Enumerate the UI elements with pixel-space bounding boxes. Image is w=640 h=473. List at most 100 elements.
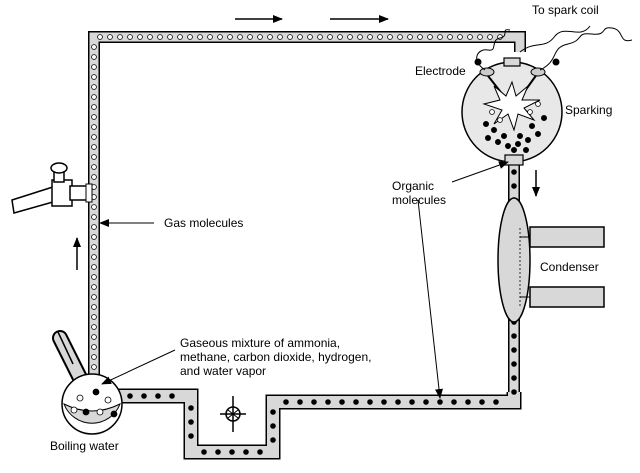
organic-molecule	[215, 449, 221, 455]
condenser-jacket-icon	[497, 197, 605, 323]
boiling-water-label: Boiling water	[50, 439, 119, 453]
mixture-label-line1: Gaseous mixture of ammonia,	[180, 336, 340, 350]
gas-molecule	[489, 109, 495, 115]
organic-molecule	[493, 399, 499, 405]
gas-molecule	[397, 34, 403, 40]
gas-molecule	[91, 304, 97, 310]
organic-label-line2: molecules	[392, 193, 446, 207]
organic-molecule	[523, 146, 530, 153]
gas-molecule	[187, 34, 193, 40]
organic-molecule	[270, 437, 276, 443]
diagram-labels: To spark coil Electrode Sparking Organic…	[50, 3, 612, 453]
flask-bubble	[96, 408, 104, 416]
gas-molecule	[477, 34, 483, 40]
gas-molecule	[407, 34, 413, 40]
flask-bubble	[82, 408, 90, 416]
organic-molecule	[490, 127, 497, 134]
organic-molecule	[409, 399, 415, 405]
gas-molecule	[97, 34, 103, 40]
organic-molecule	[484, 134, 491, 141]
gas-molecule	[317, 34, 323, 40]
gas-molecule	[257, 34, 263, 40]
organic-molecule	[127, 393, 133, 399]
gas-molecule	[91, 104, 97, 110]
gas-molecule	[467, 34, 473, 40]
flask-bubble	[110, 410, 118, 418]
organic-molecule	[494, 138, 501, 145]
gas-molecule	[535, 101, 541, 107]
spark-burst-icon	[482, 80, 541, 132]
organic-molecule	[511, 375, 517, 381]
organic-molecule	[141, 393, 147, 399]
organic-molecule	[511, 389, 517, 395]
gas-molecule	[357, 34, 363, 40]
gas-molecule	[91, 214, 97, 220]
gas-molecule	[207, 34, 213, 40]
gas-molecule	[367, 34, 373, 40]
organic-molecule	[525, 136, 532, 143]
organic-label-line1: Organic	[392, 179, 434, 193]
organic-molecule	[311, 399, 317, 405]
stopcock-valve	[11, 162, 93, 214]
organic-molecule	[395, 399, 401, 405]
gas-molecule	[327, 34, 333, 40]
gas-molecule	[457, 34, 463, 40]
spark-coil-wires	[474, 25, 633, 71]
organic-molecule	[155, 393, 161, 399]
gas-molecule	[387, 34, 393, 40]
electrode-label: Electrode	[415, 64, 466, 78]
sparking-label: Sparking	[565, 103, 612, 117]
gas-molecule	[447, 34, 453, 40]
gas-molecule	[91, 144, 97, 150]
gas-molecule	[91, 284, 97, 290]
organic-molecule	[511, 183, 517, 189]
spark-chamber-molecules	[482, 101, 548, 153]
gas-molecule	[91, 354, 97, 360]
gas-molecule	[147, 34, 153, 40]
organic-molecule	[500, 132, 507, 139]
gas-molecule	[91, 124, 97, 130]
gas-molecule	[417, 34, 423, 40]
organic-molecule	[270, 409, 276, 415]
glass-tubing	[88, 31, 522, 460]
gas-molecule	[91, 154, 97, 160]
gas-molecule	[527, 109, 533, 115]
mixture-label-line2: methane, carbon dioxide, hydrogen,	[180, 350, 371, 364]
gas-molecule	[157, 34, 163, 40]
gas-molecule	[91, 114, 97, 120]
mixture-label-line3: and water vapor	[180, 364, 266, 378]
organic-molecule	[381, 399, 387, 405]
organic-molecule	[504, 142, 511, 149]
gas-molecule	[91, 274, 97, 280]
gas-molecule	[437, 34, 443, 40]
organic-molecule	[517, 132, 524, 139]
organic-molecule	[229, 449, 235, 455]
gas-molecule	[307, 34, 313, 40]
gas-molecule	[91, 294, 97, 300]
organic-molecule	[541, 115, 548, 122]
organic-molecule	[325, 399, 331, 405]
trap-valve	[220, 396, 246, 432]
organic-molecule	[465, 399, 471, 405]
gas-molecule	[91, 84, 97, 90]
gas-molecule	[107, 34, 113, 40]
gas-molecule	[377, 34, 383, 40]
organic-molecule	[169, 393, 175, 399]
organic-molecule	[529, 123, 536, 130]
gas-molecule	[497, 117, 503, 123]
leader-lines	[99, 161, 509, 399]
gas-molecule	[91, 74, 97, 80]
gas-molecule	[247, 34, 253, 40]
organic-molecule	[482, 121, 489, 128]
organic-molecule	[297, 399, 303, 405]
gas-molecule	[91, 264, 97, 270]
gas-molecule	[277, 34, 283, 40]
gas-molecule	[91, 64, 97, 70]
gas-molecule	[337, 34, 343, 40]
organic-molecule	[188, 433, 194, 439]
gas-molecule	[91, 174, 97, 180]
flask-bubble	[70, 406, 78, 414]
gas-molecule	[177, 34, 183, 40]
organic-molecule	[515, 140, 522, 147]
